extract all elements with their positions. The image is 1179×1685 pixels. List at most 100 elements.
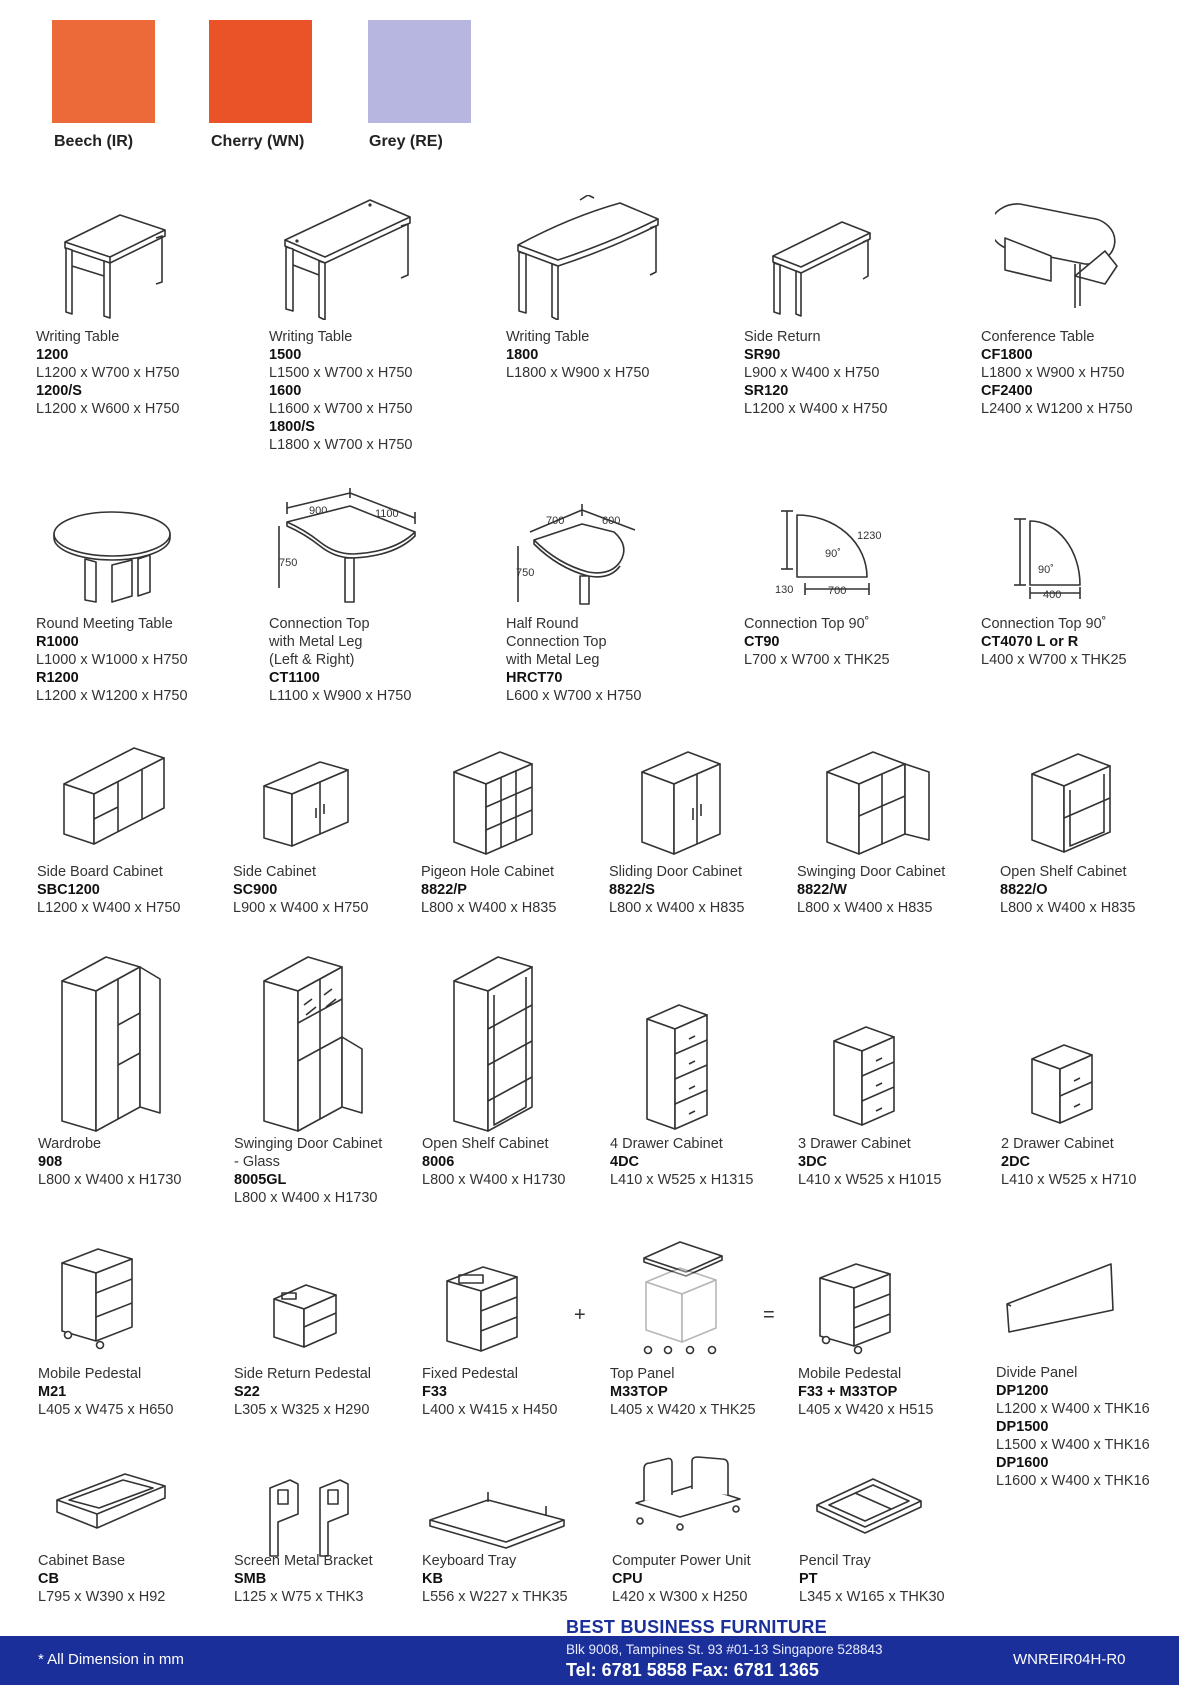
item-code: S22: [234, 1384, 260, 1400]
item-code: 1200/S: [36, 383, 82, 399]
dim-750: 750: [279, 557, 297, 569]
item-name-line: Swinging Door Cabinet: [234, 1136, 383, 1152]
caption-writing-table-1200: Writing Table 1200 L1200 x W700 x H750 1…: [36, 328, 179, 418]
dim-1230: 1230: [857, 530, 881, 542]
dimension-note: * All Dimension in mm: [38, 1651, 184, 1668]
item-dim: L1800 x W900 x H750: [981, 365, 1125, 381]
item-dim: L405 x W420 x H515: [798, 1402, 934, 1418]
footer-bar: [0, 1636, 1179, 1685]
item-code: CT90: [744, 634, 780, 650]
item-code: SC900: [233, 882, 278, 898]
item-dim: L1200 x W400 x H750: [37, 900, 181, 916]
item-dim: L420 x W300 x H250: [612, 1589, 748, 1605]
swinging-door-cabinet-icon: [826, 751, 930, 855]
item-name: Mobile Pedestal: [798, 1366, 902, 1382]
item-dim: L1500 x W700 x H750: [269, 365, 413, 381]
item-code: M33TOP: [610, 1384, 668, 1400]
caption-side-board: Side Board Cabinet SBC1200 L1200 x W400 …: [37, 863, 180, 917]
item-code: F33 + M33TOP: [798, 1384, 898, 1400]
item-name: Side Return Pedestal: [234, 1366, 372, 1382]
equals-symbol: =: [763, 1304, 775, 1326]
connection-top-leg-icon: 900 1100 750: [278, 488, 416, 603]
item-code: 2DC: [1001, 1154, 1031, 1170]
caption-swinging-door: Swinging Door Cabinet 8822/W L800 x W400…: [797, 863, 945, 917]
item-code: DP1200: [996, 1383, 1049, 1399]
item-name-line: Connection Top: [269, 616, 370, 632]
side-return-icon: [772, 221, 871, 317]
caption-f33: Fixed Pedestal F33 L400 x W415 x H450: [422, 1365, 557, 1419]
writing-table-1500-icon: [284, 199, 411, 320]
item-name: Connection Top 90˚: [981, 616, 1107, 632]
item-name: Writing Table: [269, 329, 353, 345]
item-dim: L800 x W400 x H835: [609, 900, 745, 916]
item-code: 8006: [422, 1154, 455, 1170]
caption-glass-cabinet: Swinging Door Cabinet- Glass 8005GL L800…: [234, 1135, 382, 1207]
item-dim: L400 x W415 x H450: [422, 1402, 558, 1418]
item-code: 8822/P: [421, 882, 467, 898]
item-name: Divide Panel: [996, 1365, 1078, 1381]
swatch-label-grey: Grey (RE): [369, 133, 443, 150]
item-code: DP1600: [996, 1455, 1049, 1471]
4-drawer-cabinet-icon: [646, 1004, 708, 1130]
sliding-door-cabinet-icon: [641, 751, 721, 855]
item-name: Wardrobe: [38, 1136, 102, 1152]
item-dim: L900 x W400 x H750: [233, 900, 369, 916]
caption-pigeon-hole: Pigeon Hole Cabinet 8822/P L800 x W400 x…: [421, 863, 556, 917]
round-table-icon: [53, 511, 171, 603]
item-code: CT4070 L or R: [981, 634, 1079, 650]
item-dim: L1200 x W1200 x H750: [36, 688, 188, 704]
dim-1100: 1100: [375, 508, 399, 520]
item-code: SMB: [234, 1571, 267, 1587]
item-dim: L1800 x W700 x H750: [269, 437, 413, 453]
item-dim: L410 x W525 x H1315: [610, 1172, 754, 1188]
3-drawer-cabinet-icon: [833, 1026, 895, 1126]
item-name: 2 Drawer Cabinet: [1001, 1136, 1114, 1152]
caption-round-table: Round Meeting Table R1000 L1000 x W1000 …: [36, 615, 188, 705]
caption-3dc: 3 Drawer Cabinet 3DC L410 x W525 x H1015: [798, 1135, 941, 1189]
item-name: Side Cabinet: [233, 864, 317, 880]
dim-400: 400: [1043, 589, 1061, 600]
item-code: CT1100: [269, 670, 320, 686]
swatch-cherry: [209, 20, 312, 123]
item-dim: L800 x W400 x H835: [797, 900, 933, 916]
item-name: Open Shelf Cabinet: [1000, 864, 1127, 880]
2-drawer-cabinet-icon: [1031, 1044, 1093, 1124]
company-address: Blk 9008, Tampines St. 93 #01-13 Singapo…: [566, 1642, 883, 1657]
item-dim: L800 x W400 x H1730: [38, 1172, 182, 1188]
item-name: Writing Table: [506, 329, 590, 345]
item-code: CB: [38, 1571, 59, 1587]
item-code: 8822/S: [609, 882, 655, 898]
item-dim: L410 x W525 x H710: [1001, 1172, 1137, 1188]
caption-sliding-door: Sliding Door Cabinet 8822/S L800 x W400 …: [609, 863, 744, 917]
computer-power-unit-icon: [635, 1456, 741, 1531]
item-dim: L125 x W75 x THK3: [234, 1589, 364, 1605]
item-name-multiline: Swinging Door Cabinet- Glass: [234, 1135, 382, 1171]
caption-keyboard-tray: Keyboard Tray KB L556 x W227 x THK35: [422, 1552, 568, 1606]
dim-130: 130: [775, 584, 793, 596]
side-return-pedestal-icon: [273, 1284, 337, 1348]
item-dim: L1600 x W400 x THK16: [996, 1473, 1150, 1489]
item-code: SR120: [744, 383, 789, 399]
item-dim: L800 x W400 x H835: [1000, 900, 1136, 916]
caption-conference-table: Conference Table CF1800 L1800 x W900 x H…: [981, 328, 1133, 418]
item-dim: L1200 x W400 x H750: [744, 401, 888, 417]
item-code: 8822/O: [1000, 882, 1048, 898]
conference-table-icon: [995, 203, 1118, 308]
item-code: SBC1200: [37, 882, 100, 898]
item-dim: L405 x W475 x H650: [38, 1402, 174, 1418]
cabinet-base-icon: [56, 1473, 166, 1529]
item-name: Sliding Door Cabinet: [609, 864, 742, 880]
swatch-grey: [368, 20, 471, 123]
quarter-top-small-icon: 700 90˚ 400: [1014, 518, 1081, 600]
item-dim: L800 x W400 x H1730: [422, 1172, 566, 1188]
item-code: PT: [799, 1571, 818, 1587]
company-name: BEST BUSINESS FURNITURE: [566, 1617, 827, 1637]
item-name: Swinging Door Cabinet: [797, 864, 946, 880]
item-dim: L556 x W227 x THK35: [422, 1589, 568, 1605]
item-dim: L1600 x W700 x H750: [269, 401, 413, 417]
item-code: CPU: [612, 1571, 643, 1587]
item-dim: L1200 x W400 x THK16: [996, 1401, 1150, 1417]
item-name: Open Shelf Cabinet: [422, 1136, 549, 1152]
caption-divide-panel: Divide Panel DP1200 L1200 x W400 x THK16…: [996, 1364, 1150, 1490]
